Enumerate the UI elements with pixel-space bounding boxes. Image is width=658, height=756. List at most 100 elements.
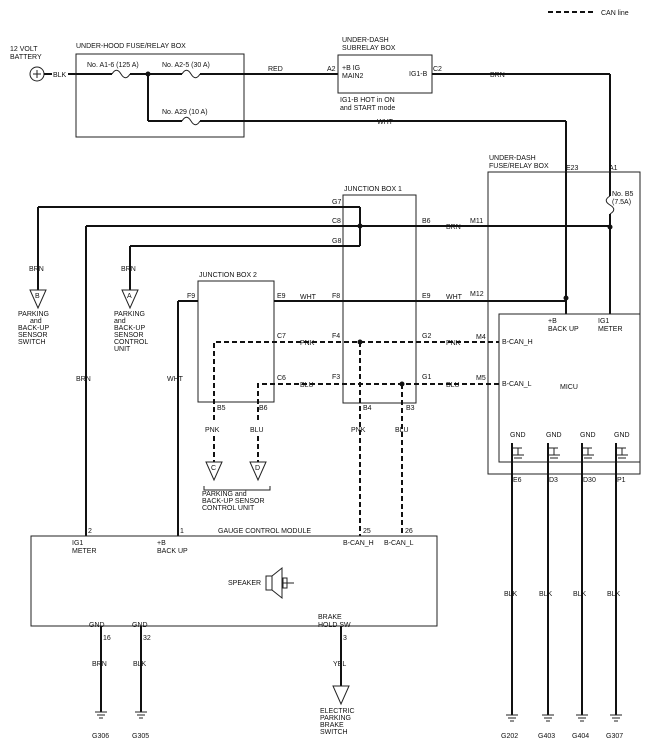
gcm-brake-2: HOLD SW xyxy=(318,622,351,629)
gcm-meter-1: IG1 xyxy=(72,540,83,547)
parking-backup-control-unit: PARKING and BACK-UP SENSOR CONTROL UNIT xyxy=(114,311,148,353)
jb1-pin-e9: E9 xyxy=(422,293,431,300)
jb1-pin-b6: B6 xyxy=(422,218,431,225)
micu-pin-d30: D30 xyxy=(583,477,596,484)
ground-icon-g305 xyxy=(135,711,147,719)
gcm-pin-3: 3 xyxy=(343,635,347,642)
gcm-backup-1: +B xyxy=(157,540,166,547)
subrelay-out: IG1-B xyxy=(409,71,428,78)
micu-can-l: B-CAN_L xyxy=(502,381,532,388)
connector-c-label: C xyxy=(211,465,216,472)
jb2-pin-c6: C6 xyxy=(277,375,286,382)
micu-backup-1: +B xyxy=(548,318,557,325)
connector-a-label: A xyxy=(127,293,132,300)
gcm-pin-1: 1 xyxy=(180,528,184,535)
underdash-title-2: FUSE/RELAY BOX xyxy=(489,163,549,170)
wire-blu-label-4: BLU xyxy=(395,427,409,434)
ground-icon-g202 xyxy=(506,714,518,722)
gcm-pin-26: 26 xyxy=(405,528,413,535)
gcm-speaker-label: SPEAKER xyxy=(228,580,261,587)
wire-brn-label-6: BRN xyxy=(92,661,107,668)
battery-label-2: BATTERY xyxy=(10,54,42,61)
brake-switch-l2: PARKING xyxy=(320,715,351,722)
subrelay-title-1: UNDER-DASH xyxy=(342,37,389,44)
underdash-title-1: UNDER-DASH xyxy=(489,155,536,162)
wire-blk-label-5: BLK xyxy=(133,661,147,668)
parking-unit-l4: SENSOR xyxy=(114,332,144,339)
parking-switch-l3: BACK-UP xyxy=(18,325,49,332)
micu-pin-m5: M5 xyxy=(476,375,486,382)
micu-ground-icon-3 xyxy=(582,448,594,459)
micu-pin-e6: E6 xyxy=(513,477,522,484)
jb1-title: JUNCTION BOX 1 xyxy=(344,186,402,193)
parking-backup-switch: PARKING and BACK-UP SENSOR SWITCH xyxy=(18,311,49,346)
subrelay-note-2: and START mode xyxy=(340,105,395,112)
fuse-a29-icon xyxy=(181,116,201,126)
parking-backup-control-unit-2: PARKING and BACK-UP SENSOR CONTROL UNIT xyxy=(202,491,265,512)
parking-unit-l1: PARKING xyxy=(114,311,145,318)
jb2-pin-b6: B6 xyxy=(259,405,268,412)
gcm-pin-2: 2 xyxy=(88,528,92,535)
micu-ground-symbols xyxy=(511,443,628,459)
wire-wht-label-2: WHT xyxy=(167,376,184,383)
parking-unit-2-l2: BACK-UP SENSOR xyxy=(202,498,265,505)
connector-a: A xyxy=(121,289,139,310)
jb1-pin-g1: G1 xyxy=(422,374,431,381)
wire-brn-label-5: BRN xyxy=(121,266,136,273)
wire-red-label: RED xyxy=(268,66,283,73)
ground-g202: G202 xyxy=(501,733,518,740)
wire-brn-label-3: BRN xyxy=(29,266,44,273)
underhood-title: UNDER-HOOD FUSE/RELAY BOX xyxy=(76,43,186,50)
wire-blk-label-1: BLK xyxy=(504,591,518,598)
wire-blk-label-3: BLK xyxy=(573,591,587,598)
micu-gnd-3: GND xyxy=(580,432,596,439)
legend-can-line: CAN line xyxy=(601,10,629,17)
underhood-fuse-box: UNDER-HOOD FUSE/RELAY BOX No. A1-6 (125 … xyxy=(75,43,245,138)
subrelay-box: UNDER-DASH SUBRELAY BOX +B IG MAIN2 IG1-… xyxy=(337,37,433,112)
jb2-title: JUNCTION BOX 2 xyxy=(199,272,257,279)
gcm-meter-2: METER xyxy=(72,548,97,555)
micu-can-h: B-CAN_H xyxy=(502,339,533,346)
subrelay-in-1: +B IG xyxy=(342,65,360,72)
ground-icon-g403 xyxy=(542,714,554,722)
wire-pnk-label-4: PNK xyxy=(351,427,366,434)
gcm-can-h: B-CAN_H xyxy=(343,540,374,547)
wire-wht-label-1: WHT xyxy=(377,119,394,126)
fuse-a16-icon xyxy=(111,69,131,79)
fuse-a25-icon xyxy=(181,69,201,79)
jb1-pin-f3: F3 xyxy=(332,374,340,381)
wire-blu-label-2: BLU xyxy=(446,382,460,389)
gauge-control-module: GAUGE CONTROL MODULE 2 1 25 26 IG1 METER… xyxy=(30,528,438,629)
parking-unit-l5: CONTROL xyxy=(114,339,148,346)
jb1-pin-g8: G8 xyxy=(332,238,341,245)
underdash-pin-a1: A1 xyxy=(609,165,618,172)
battery-label-1: 12 VOLT xyxy=(10,46,38,53)
gcm-can-l: B-CAN_L xyxy=(384,540,414,547)
connector-d: D xyxy=(249,461,267,482)
ground-icon-g307 xyxy=(610,714,622,722)
gcm-gnd-1: GND xyxy=(89,622,105,629)
parking-unit-l3: BACK-UP xyxy=(114,325,145,332)
micu-pin-p1: P1 xyxy=(617,477,626,484)
brake-switch-l4: SWITCH xyxy=(320,729,348,736)
micu-pin-m11: M11 xyxy=(470,218,483,225)
gcm-pin-25: 25 xyxy=(363,528,371,535)
jb1-pin-g2: G2 xyxy=(422,333,431,340)
micu-pin-m12: M12 xyxy=(470,291,484,298)
jb1-pin-f8: F8 xyxy=(332,293,340,300)
jb2-pin-e9: E9 xyxy=(277,293,286,300)
fuse-b5-icon xyxy=(605,195,615,215)
speaker-icon xyxy=(265,566,294,600)
parking-unit-l6: UNIT xyxy=(114,346,131,353)
wire-pnk-label-1: PNK xyxy=(300,340,315,347)
jb1-pin-b4: B4 xyxy=(363,405,372,412)
gcm-backup-2: BACK UP xyxy=(157,548,188,555)
jb1-pin-g7: G7 xyxy=(332,199,341,206)
ground-g403: G403 xyxy=(538,733,555,740)
connector-b-label: B xyxy=(35,293,40,300)
brake-switch-l3: BRAKE xyxy=(320,722,344,729)
fuse-a16-label: No. A1-6 (125 A) xyxy=(87,62,139,69)
ground-icon-g404 xyxy=(576,714,588,722)
jb1-pin-b3: B3 xyxy=(406,405,415,412)
